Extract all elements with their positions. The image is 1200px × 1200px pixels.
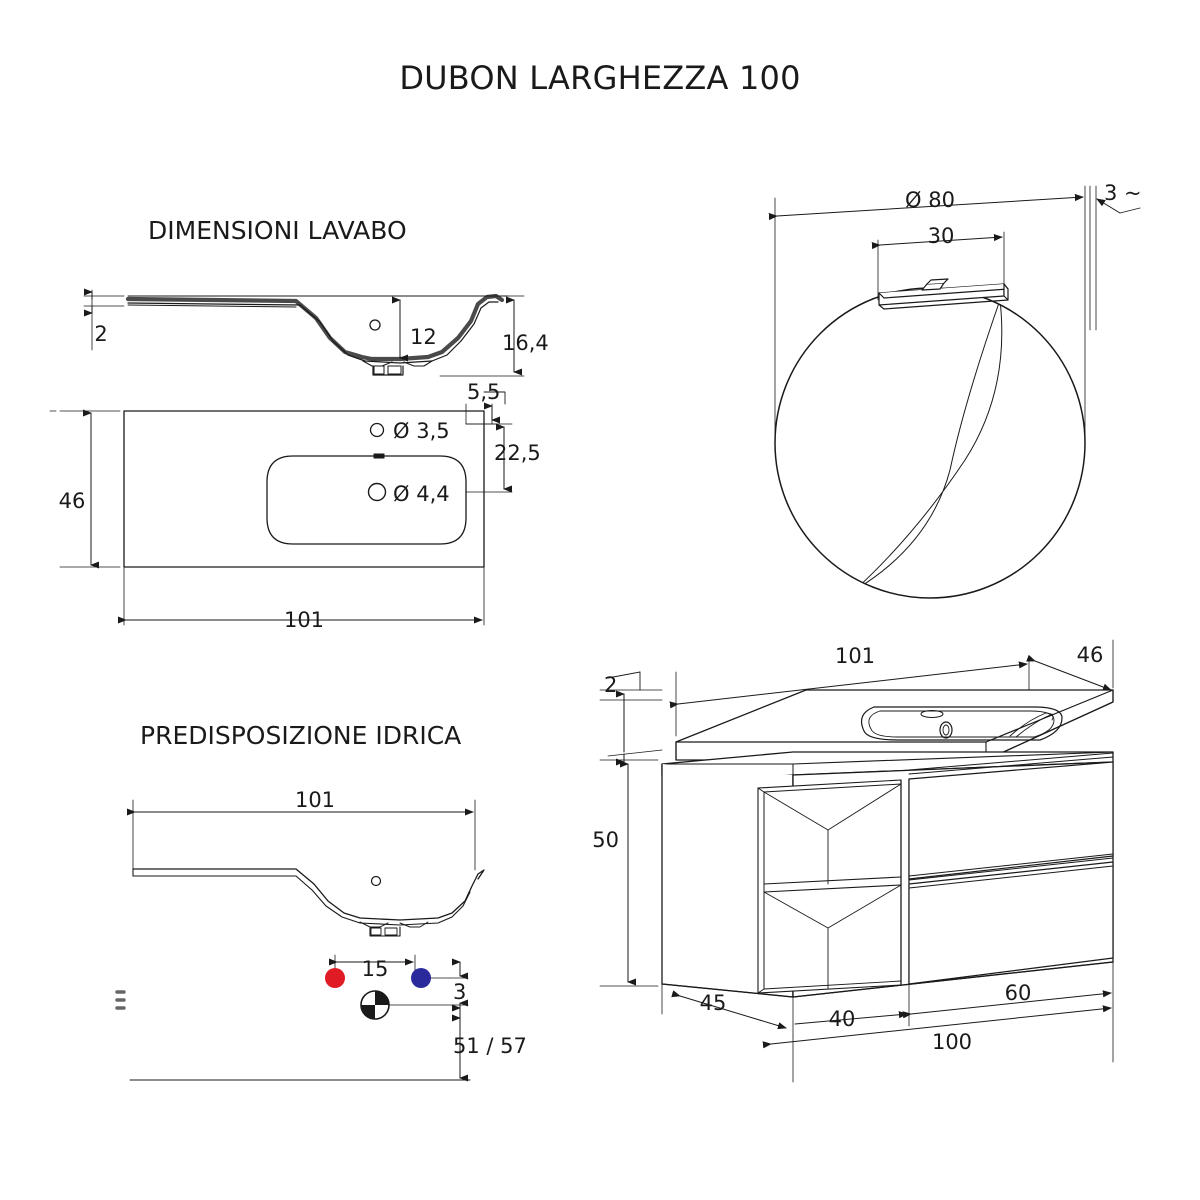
- section-hatch-marks: [115, 990, 126, 1010]
- hole-label-tap: Ø 3,5: [393, 419, 450, 443]
- hot-water-marker: [325, 968, 345, 988]
- dim-mirror-thickness: 3 ~: [1104, 181, 1142, 205]
- basin-section-drawing: [83, 288, 525, 405]
- dim-bowl-offset: 22,5: [494, 441, 541, 465]
- vanity-drawing: [599, 639, 1114, 1083]
- dim-edge-offset: 5,5: [467, 380, 500, 404]
- dim-supply-height-range: 51 / 57: [453, 1034, 527, 1058]
- dim-vanity-top-depth: 46: [1077, 643, 1104, 667]
- dim-vanity-top-thickness: 2: [604, 673, 617, 697]
- dim-tap-hole-height: 12: [410, 325, 437, 349]
- plumbing-drawing: [115, 799, 485, 1082]
- dim-mirror-diameter: Ø 80: [905, 188, 955, 212]
- basin-plan-drawing: [49, 402, 513, 626]
- dim-cabinet-width: 100: [932, 1030, 972, 1054]
- dim-open-section-width: 40: [829, 1007, 856, 1031]
- dim-basin-width: 101: [284, 608, 324, 632]
- dim-basin-total-depth: 16,4: [502, 331, 549, 355]
- mirror-drawing: [768, 185, 1141, 599]
- hole-label-drain: Ø 4,4: [393, 482, 450, 506]
- dim-basin-depth: 46: [59, 489, 86, 513]
- dim-vanity-depth: 45: [700, 991, 727, 1015]
- section-label-plumbing: PREDISPOSIZIONE IDRICA: [140, 721, 462, 750]
- dim-drawer-section-width: 60: [1005, 981, 1032, 1005]
- dim-plumbing-width: 101: [295, 788, 335, 812]
- cold-water-marker: [411, 968, 431, 988]
- drain-symbol: [360, 990, 390, 1020]
- dim-vanity-top-width: 101: [835, 644, 875, 668]
- dim-mirror-lamp-width: 30: [928, 224, 955, 248]
- dim-supply-offset: 3: [453, 980, 466, 1004]
- mirror-lamp: [878, 278, 1009, 310]
- dim-vanity-height: 50: [592, 828, 619, 852]
- dim-rim-thickness: 2: [94, 322, 107, 346]
- page-title: DUBON LARGHEZZA 100: [399, 59, 801, 97]
- dim-supply-spacing: 15: [362, 957, 389, 981]
- section-label-basin: DIMENSIONI LAVABO: [148, 216, 407, 245]
